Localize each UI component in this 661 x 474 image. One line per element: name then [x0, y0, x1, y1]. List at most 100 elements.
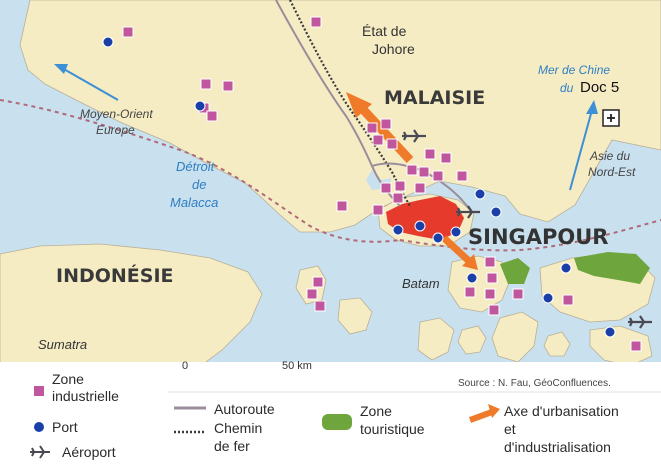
- port-marker: [102, 36, 114, 48]
- industrial-zone-marker: [414, 182, 426, 194]
- legend-port-swatch: [34, 422, 44, 432]
- plus-square-icon[interactable]: [602, 109, 620, 127]
- legend-aeroport: Aéroport: [62, 444, 116, 460]
- tourism-zone-bintan: [574, 252, 650, 284]
- legend-zone-touristique-2: touristique: [360, 421, 425, 437]
- industrial-zone-marker: [394, 180, 406, 192]
- label-batam: Batam: [402, 276, 440, 291]
- industrial-zones: [122, 16, 642, 352]
- industrial-zone-marker: [122, 26, 134, 38]
- legend-chemin-de-fer-2: de fer: [214, 438, 250, 454]
- label-etat-johore-2: Johore: [372, 41, 415, 57]
- island-small-1: [295, 265, 327, 305]
- port-marker: [490, 206, 502, 218]
- port-marker: [604, 326, 616, 338]
- port-marker: [432, 232, 444, 244]
- legend-chemin-de-fer-1: Chemin: [214, 420, 263, 436]
- industrial-zone-marker: [464, 286, 476, 298]
- industrial-zone-marker: [484, 288, 496, 300]
- industrial-zone-marker: [312, 276, 324, 288]
- port-marker: [474, 188, 486, 200]
- industrial-zone-marker: [424, 148, 436, 160]
- industrial-zone-marker: [392, 192, 404, 204]
- legend-zone-industrielle-1: Zone: [52, 371, 84, 387]
- island-small-3: [543, 331, 571, 357]
- axis-arrow-north: [346, 92, 414, 164]
- industrial-zone-marker: [200, 78, 212, 90]
- industrial-zone-marker: [418, 166, 430, 178]
- industrial-zone-marker: [432, 170, 444, 182]
- port-marker: [560, 262, 572, 274]
- industrial-zone-marker: [630, 340, 642, 352]
- port-marker: [542, 292, 554, 304]
- legend-autoroute: Autoroute: [214, 401, 275, 417]
- industrial-zone-marker: [488, 304, 500, 316]
- industrial-zone-marker: [372, 204, 384, 216]
- industrial-zone-marker: [512, 288, 524, 300]
- industrial-zone-marker: [440, 152, 452, 164]
- port-marker: [392, 224, 404, 236]
- industrial-zone-marker: [484, 256, 496, 268]
- industrial-zone-marker: [310, 16, 322, 28]
- port-marker: [466, 272, 478, 284]
- industrial-zone-marker: [314, 300, 326, 312]
- legend-zone-industrielle-2: industrielle: [52, 388, 119, 404]
- industrial-zone-marker: [366, 122, 378, 134]
- industrial-zone-marker: [386, 138, 398, 150]
- industrial-zone-marker: [336, 200, 348, 212]
- legend-panel-left: [0, 362, 168, 469]
- ports: [102, 36, 616, 338]
- motorway-loop: [371, 162, 471, 211]
- legend-plane-icon: [30, 445, 50, 459]
- plane-icon: [628, 315, 652, 329]
- label-sumatra: Sumatra: [38, 337, 88, 352]
- legend-axe-3: d'industrialisation: [504, 439, 611, 455]
- label-detroit-2: de: [192, 177, 207, 192]
- island-south-1: [491, 311, 539, 363]
- label-singapour: SINGAPOUR: [468, 225, 609, 249]
- legend-industrial-swatch: [34, 386, 44, 396]
- flow-arrow-asia: [569, 100, 598, 191]
- maritime-border-east: [399, 219, 661, 252]
- industrial-zone-marker: [206, 110, 218, 122]
- industrial-zone-marker: [222, 80, 234, 92]
- label-detroit-1: Détroit: [176, 159, 215, 174]
- legend-axis-swatch: [468, 404, 500, 423]
- label-scale-end: 50 km: [282, 360, 312, 372]
- industrial-zone-marker: [562, 294, 574, 306]
- label-detroit-3: Malacca: [170, 195, 219, 210]
- industrial-zone-marker: [372, 134, 384, 146]
- flow-arrow-europe: [54, 64, 119, 101]
- label-mer-chine-2: du: [560, 81, 574, 95]
- island-east-1: [589, 325, 653, 367]
- industrial-zone-marker: [406, 164, 418, 176]
- label-scale-start: 0: [182, 360, 189, 372]
- axis-arrow-south: [441, 235, 478, 270]
- label-doc: Doc 5: [580, 79, 620, 96]
- label-moyen-orient-1: Moyen-Orient: [80, 107, 153, 121]
- island-small-2: [457, 325, 487, 355]
- tourism-zone-batam: [500, 258, 530, 284]
- maritime-border: [0, 99, 401, 243]
- plane-icon: [402, 129, 426, 143]
- industrial-zone-marker: [306, 288, 318, 300]
- port-marker: [194, 100, 206, 112]
- island-south-3: [337, 297, 373, 335]
- industrial-zone-marker: [380, 118, 392, 130]
- legend-port: Port: [52, 419, 78, 435]
- port-marker: [414, 220, 426, 232]
- label-asie-nord-est-2: Nord-Est: [588, 165, 636, 179]
- singapore-urban-area: [386, 196, 464, 240]
- label-malaisie: MALAISIE: [384, 87, 486, 109]
- industrial-zone-marker: [456, 170, 468, 182]
- railway: [289, 0, 411, 207]
- industrial-zone-marker: [486, 272, 498, 284]
- island-south-2: [417, 317, 455, 361]
- label-source: Source : N. Fau, GéoConfluences.: [458, 378, 611, 389]
- industrial-zone-marker: [380, 182, 392, 194]
- label-indonesie: INDONÉSIE: [56, 265, 174, 287]
- legend-axe-1: Axe d'urbanisation: [504, 403, 619, 419]
- label-etat-johore-1: État de: [362, 23, 407, 39]
